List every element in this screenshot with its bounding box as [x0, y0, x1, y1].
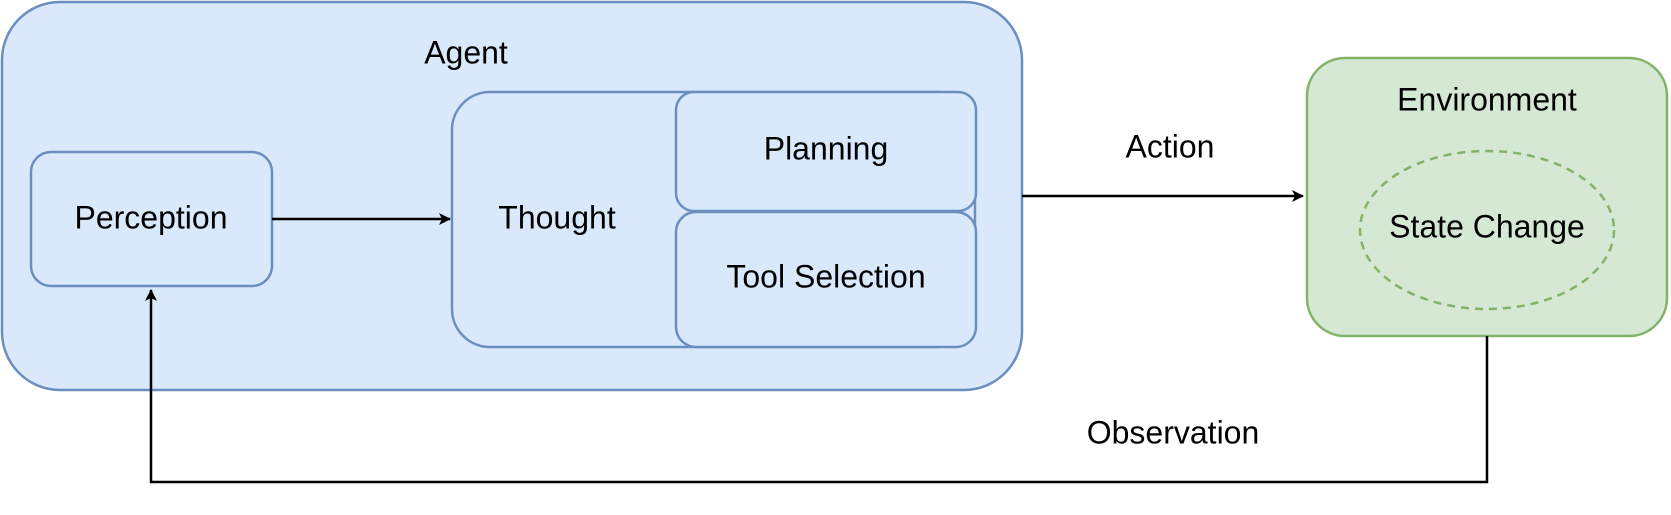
planning-node: Planning	[674, 90, 978, 213]
tool-selection-box	[674, 210, 978, 349]
observation-arrow	[145, 289, 1489, 484]
action-label: Action	[1126, 128, 1215, 164]
planning-label: Planning	[764, 130, 889, 166]
tool-selection-label: Tool Selection	[726, 258, 925, 294]
observation-label: Observation	[1087, 414, 1260, 450]
tool-selection-node: Tool Selection	[674, 210, 978, 349]
perception-label: Perception	[75, 199, 228, 235]
agent-label: Agent	[424, 34, 508, 70]
state-change-label: State Change	[1389, 208, 1585, 244]
state-change-ellipse	[1358, 149, 1616, 311]
perception-node: Perception	[29, 150, 274, 288]
environment-label: Environment	[1397, 81, 1577, 117]
thought-label: Thought	[498, 199, 616, 235]
environment-container: Environment State Change	[1305, 56, 1669, 338]
